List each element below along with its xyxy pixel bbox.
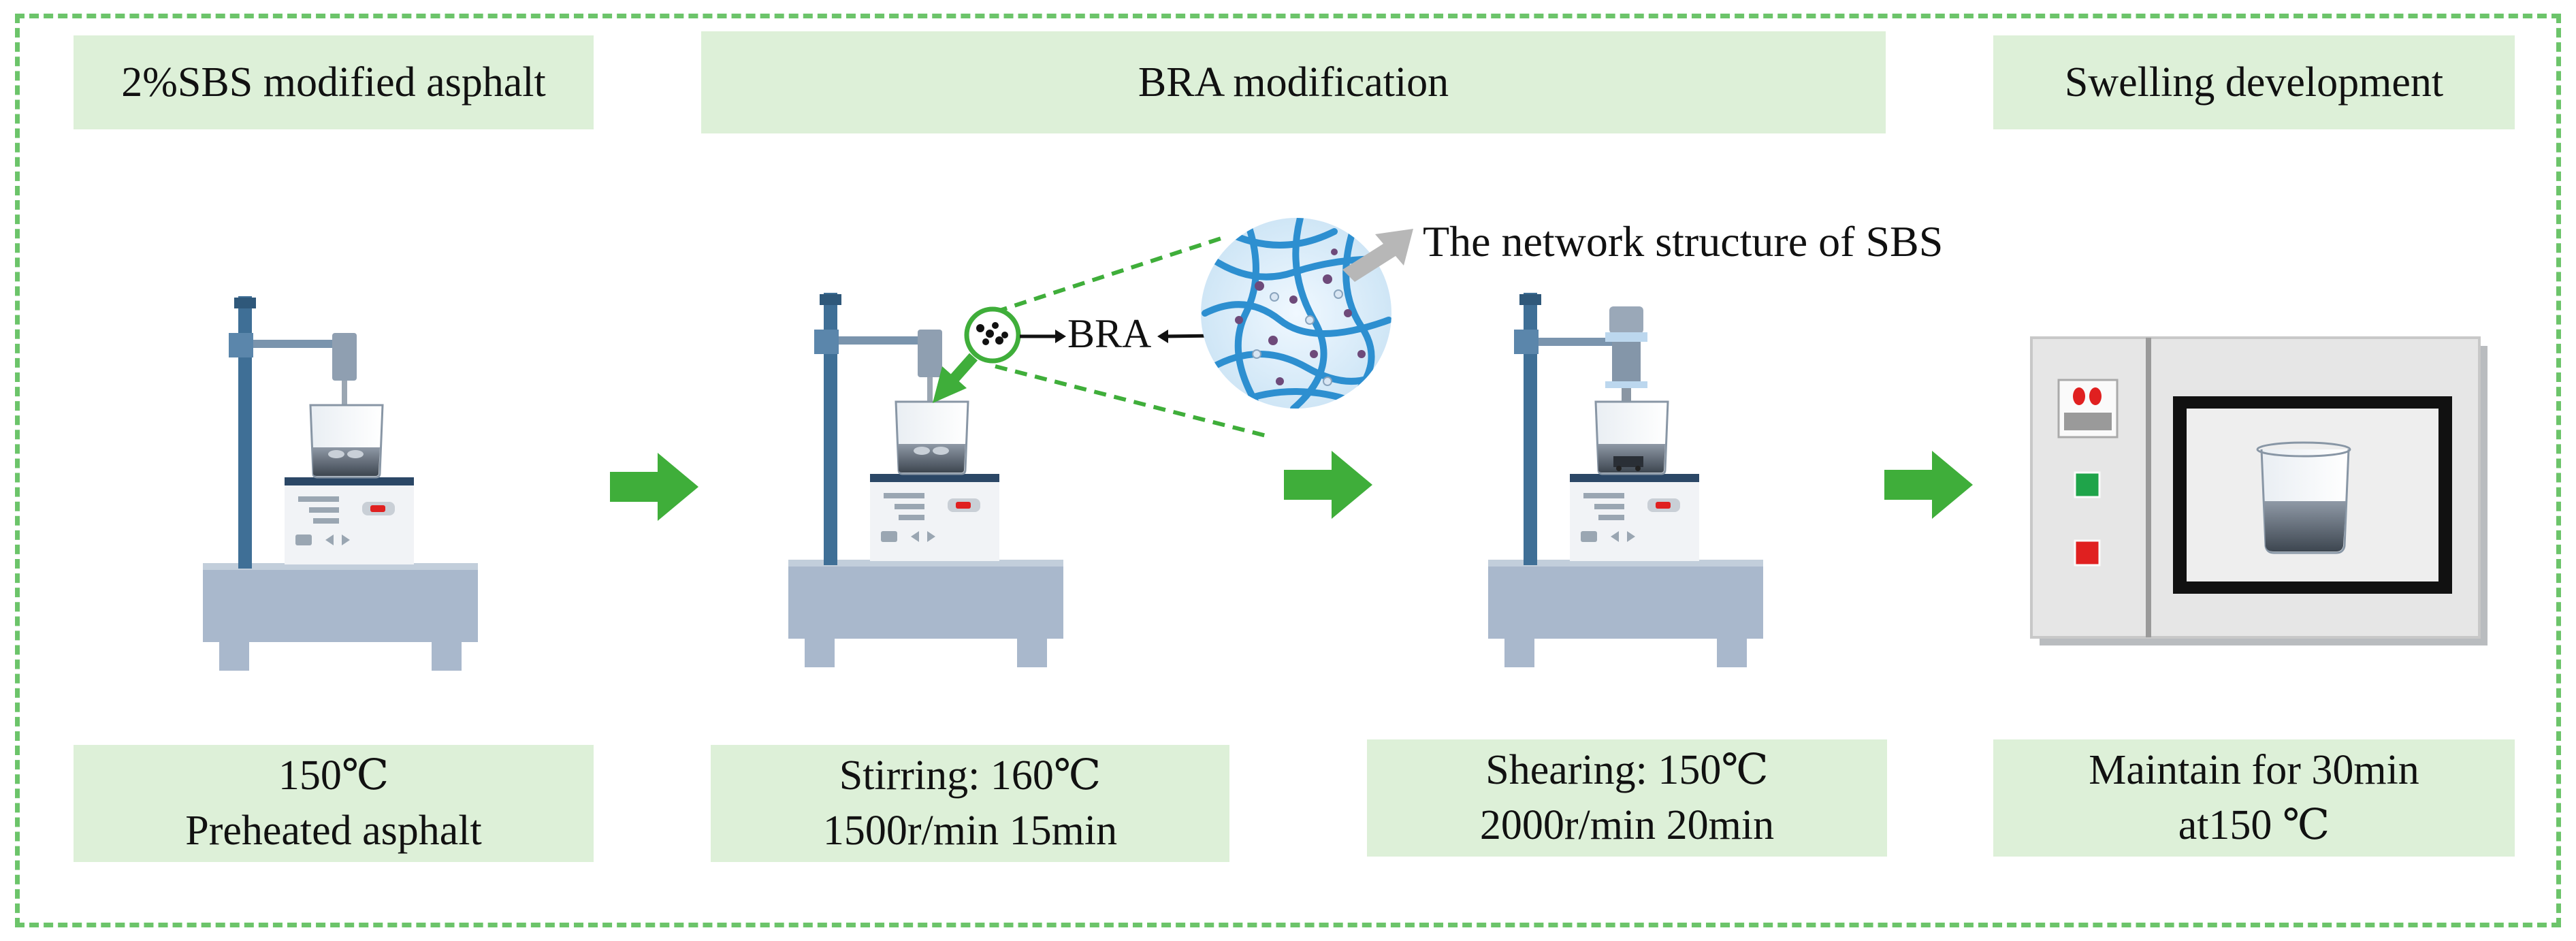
- down-arrow-icon: [933, 353, 978, 403]
- zoom-lines: [995, 235, 1267, 438]
- stage-4-caption-line1: Maintain for 30min: [2089, 747, 2419, 794]
- stage-2-caption-line2: 1500r/min 15min: [822, 808, 1118, 854]
- stage-3-caption-line2: 2000r/min 20min: [1479, 802, 1775, 848]
- stage-2-caption-line1: Stirring: 160℃: [839, 752, 1101, 799]
- oven-icon: [2030, 336, 2488, 645]
- stage-1-caption-line2: Preheated asphalt: [185, 808, 482, 854]
- right-arrow-icon: [1020, 330, 1066, 343]
- stage-4-caption-line2: at150 ℃: [2178, 802, 2330, 848]
- flow-arrow-icon: [1884, 451, 1973, 519]
- flow-arrow-icon: [1284, 451, 1372, 519]
- stage-4-caption: Maintain for 30min at150 ℃: [1993, 739, 2515, 857]
- stage-2-caption: Stirring: 160℃ 1500r/min 15min: [711, 745, 1229, 862]
- magnetic-stirrer-icon: [787, 291, 1065, 669]
- stage-1-title-text: 2%SBS modified asphalt: [121, 59, 546, 106]
- flow-arrow-icon: [610, 453, 698, 521]
- stage-3-caption-line1: Shearing: 150℃: [1485, 747, 1769, 794]
- stage-2-title-text: BRA modification: [1138, 59, 1449, 106]
- stage-4-title-text: Swelling development: [2064, 59, 2444, 106]
- high-shear-mixer-icon: [1488, 293, 1763, 667]
- magnetic-stirrer-icon: [202, 295, 479, 672]
- stage-1-caption: 150℃ Preheated asphalt: [74, 745, 594, 862]
- bra-label: BRA: [1067, 311, 1152, 356]
- pointer-arrow-icon: [1342, 229, 1413, 282]
- stage-1-caption-line1: 150℃: [278, 752, 389, 799]
- stage-1-title: 2%SBS modified asphalt: [74, 35, 594, 129]
- stage-2-title: BRA modification: [701, 31, 1886, 133]
- stage-3-caption: Shearing: 150℃ 2000r/min 20min: [1367, 739, 1887, 857]
- network-structure-label: The network structure of SBS: [1423, 217, 1944, 266]
- dashed-frame: [15, 14, 2561, 927]
- bra-particle-icon: [964, 306, 1021, 364]
- stage-4-title: Swelling development: [1993, 35, 2515, 129]
- sbs-network-icon: [1201, 218, 1391, 409]
